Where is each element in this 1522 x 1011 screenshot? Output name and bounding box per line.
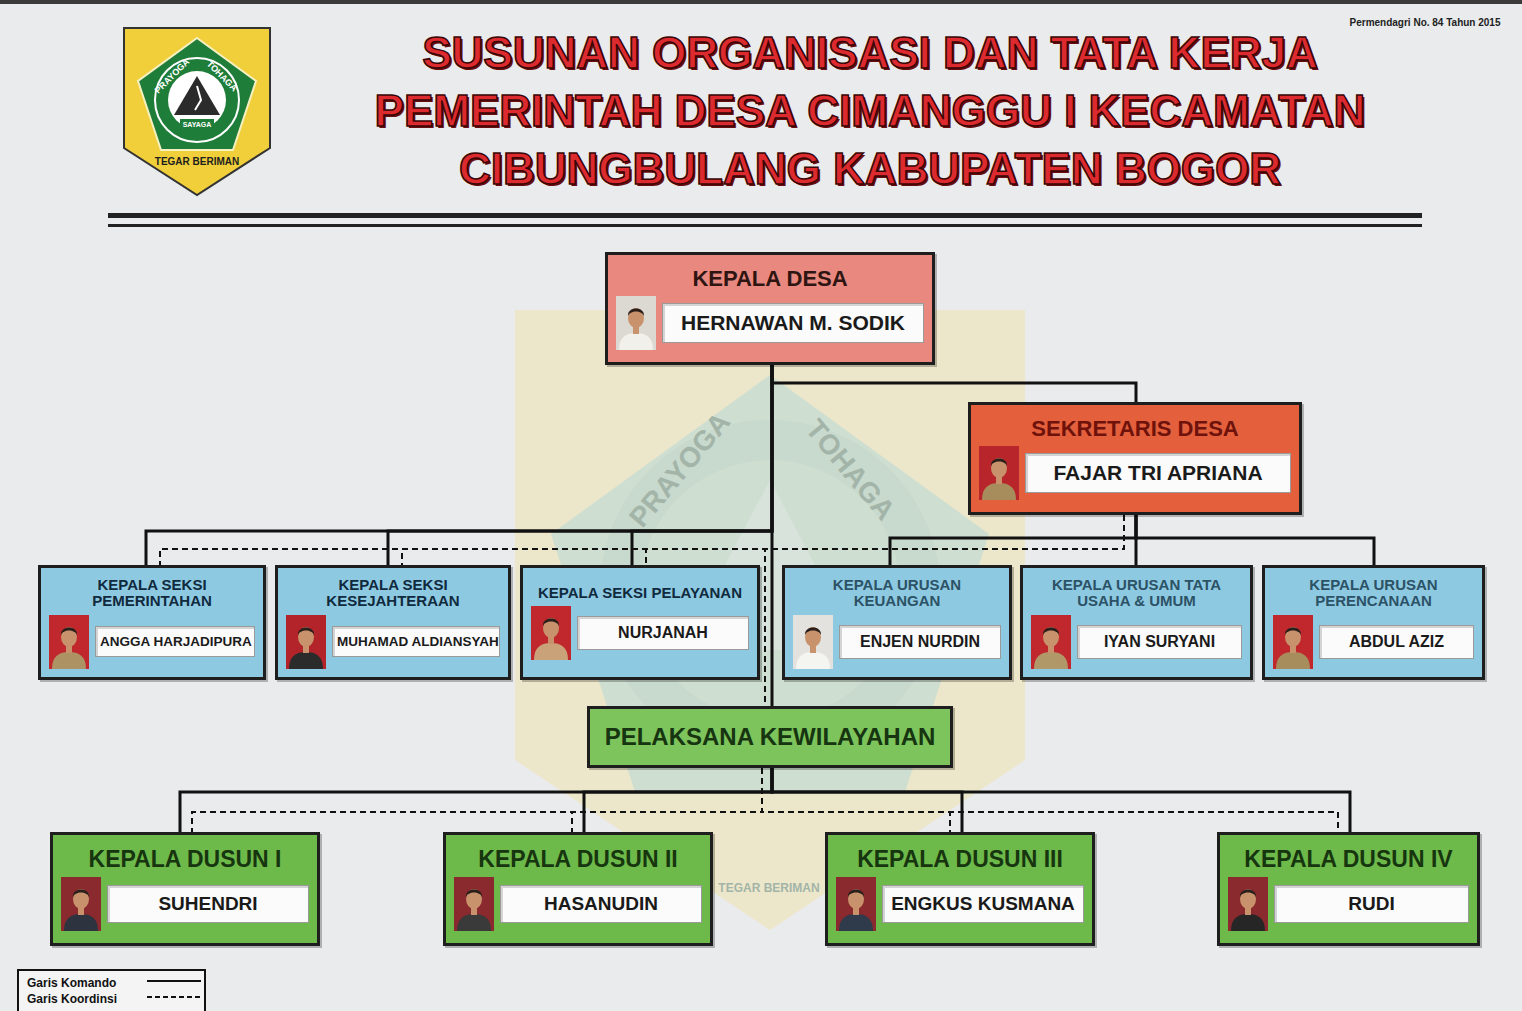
official-name: HERNAWAN M. SODIK xyxy=(662,303,924,343)
role-title: KEPALA DUSUN IV xyxy=(1228,847,1469,872)
coordination-line xyxy=(402,515,1124,565)
emblem-motto: TOHAGA xyxy=(205,59,240,94)
title-rule xyxy=(108,213,1422,218)
command-line xyxy=(584,768,772,832)
legend-label: Garis Komando xyxy=(27,976,116,990)
legend-line xyxy=(147,980,201,982)
role-title: KEPALA DESA xyxy=(616,267,924,291)
emblem-motto: PRAYOGA xyxy=(153,57,192,96)
coordination-line xyxy=(192,768,762,832)
regency-emblem xyxy=(124,28,270,195)
hamlet-box: KEPALA DUSUN I SUHENDRI xyxy=(50,832,320,946)
portrait-photo xyxy=(49,615,89,669)
portrait-photo xyxy=(616,296,656,350)
emblem-slogan: TEGAR BERIMAN xyxy=(155,156,239,167)
role-title: KEPALA URUSAN KEUANGAN xyxy=(793,577,1001,610)
official-name: IYAN SURYANI xyxy=(1077,625,1242,659)
legend-box: Garis KomandoGaris Koordinsi xyxy=(17,969,206,1011)
secretary-box: SEKRETARIS DESA FAJAR TRI APRIANA xyxy=(968,402,1302,515)
role-title: KEPALA DUSUN I xyxy=(61,847,309,872)
command-line xyxy=(1136,515,1374,565)
portrait-photo xyxy=(454,877,494,931)
official-name: ABDUL AZIZ xyxy=(1319,625,1474,659)
legend-label: Garis Koordinsi xyxy=(27,992,117,1006)
affairs-box: KEPALA URUSAN TATA USAHA & UMUM IYAN SURY… xyxy=(1020,565,1253,680)
role-title: KEPALA DUSUN III xyxy=(836,847,1084,872)
portrait-photo xyxy=(286,615,326,669)
section-box: KEPALA SEKSI PELAYANAN NURJANAH xyxy=(520,565,760,680)
command-line xyxy=(146,365,772,565)
portrait-photo xyxy=(1273,615,1313,669)
coordination-line xyxy=(572,768,762,832)
role-title: KEPALA URUSAN PERENCANAAN xyxy=(1273,577,1474,610)
affairs-box: KEPALA URUSAN PERENCANAAN ABDUL AZIZ xyxy=(1262,565,1485,680)
official-name: ANGGA HARJADIPURA xyxy=(95,626,255,657)
role-title: KEPALA SEKSI KESEJAHTERAAN xyxy=(286,577,500,610)
portrait-photo xyxy=(979,446,1019,500)
official-name: RUDI xyxy=(1274,885,1469,923)
command-line xyxy=(180,768,772,832)
portrait-photo xyxy=(531,606,571,660)
affairs-box: KEPALA URUSAN KEUANGAN ENJEN NURDIN xyxy=(782,565,1012,680)
role-title: SEKRETARIS DESA xyxy=(979,417,1291,441)
official-name: ENGKUS KUSMANA xyxy=(882,885,1084,923)
top-strip xyxy=(0,0,1522,4)
legend-line-sample xyxy=(145,992,203,1002)
coordination-line xyxy=(762,768,950,832)
hamlet-box: KEPALA DUSUN IV RUDI xyxy=(1217,832,1480,946)
section-box: KEPALA SEKSI KESEJAHTERAAN MUHAMAD ALDIAN… xyxy=(275,565,511,680)
role-title: KEPALA URUSAN TATA USAHA & UMUM xyxy=(1031,577,1242,610)
coordination-line xyxy=(762,768,1338,832)
emblem-motto: SAYAGA xyxy=(183,121,212,128)
portrait-photo xyxy=(836,877,876,931)
head-box: KEPALA DESA HERNAWAN M. SODIK xyxy=(605,252,935,365)
portrait-photo xyxy=(793,615,833,669)
legend-line xyxy=(147,996,201,998)
coordination-line xyxy=(646,515,1124,565)
official-name: MUHAMAD ALDIANSYAH xyxy=(332,626,500,657)
command-line xyxy=(890,515,1136,565)
portrait-photo xyxy=(1031,615,1071,669)
hamlet-box: KEPALA DUSUN III ENGKUS KUSMANA xyxy=(825,832,1095,946)
command-line xyxy=(772,768,962,832)
watermark-text: TOHAGA xyxy=(799,413,901,526)
portrait-photo xyxy=(61,877,101,931)
watermark-text: TEGAR BERIMAN xyxy=(718,881,819,895)
command-line xyxy=(772,768,1350,832)
regional-box: PELAKSANA KEWILAYAHAN xyxy=(587,706,953,768)
hamlet-box: KEPALA DUSUN II HASANUDIN xyxy=(443,832,713,946)
role-title: PELAKSANA KEWILAYAHAN xyxy=(598,724,942,750)
official-name: FAJAR TRI APRIANA xyxy=(1025,453,1291,493)
official-name: HASANUDIN xyxy=(500,885,702,923)
role-title: KEPALA SEKSI PELAYANAN xyxy=(531,585,749,602)
legend-line-sample xyxy=(145,976,203,986)
official-name: SUHENDRI xyxy=(107,885,309,923)
regulation-note: Permendagri No. 84 Tahun 2015 xyxy=(1350,17,1501,28)
official-name: ENJEN NURDIN xyxy=(839,625,1001,659)
watermark-text: PRAYOGA xyxy=(623,406,737,533)
command-line xyxy=(388,365,772,565)
role-title: KEPALA DUSUN II xyxy=(454,847,702,872)
command-line xyxy=(772,365,1136,402)
role-title: KEPALA SEKSI PEMERINTAHAN xyxy=(49,577,255,610)
command-line xyxy=(771,365,774,706)
chart-title: SUSUNAN ORGANISASI DAN TATA KERJA PEMERI… xyxy=(320,24,1420,198)
official-name: NURJANAH xyxy=(577,616,749,650)
section-box: KEPALA SEKSI PEMERINTAHAN ANGGA HARJADIPU… xyxy=(38,565,266,680)
portrait-photo xyxy=(1228,877,1268,931)
title-rule xyxy=(108,224,1422,227)
